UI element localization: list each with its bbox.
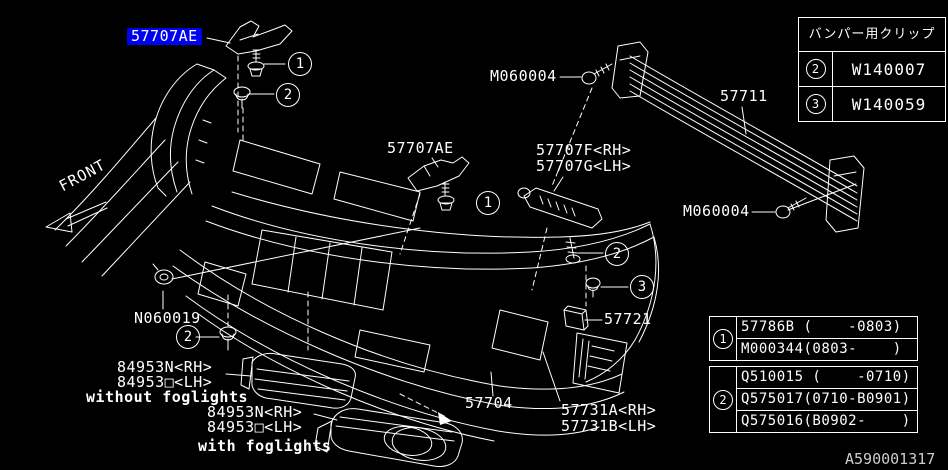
ref-part-m000344[interactable]: M000344(0803- ) xyxy=(737,338,917,360)
callout-3-middle: 3 xyxy=(630,275,654,299)
front-arrow xyxy=(45,201,108,233)
part-label-57711[interactable]: 57711 xyxy=(720,87,768,105)
table-row: 3 W140059 xyxy=(799,86,945,121)
dashed-guide-lines xyxy=(227,55,593,417)
note-without-foglights: without foglights xyxy=(86,388,249,406)
part-label-84953n-2[interactable]: 84953N<RH> xyxy=(207,403,303,421)
table-row: 2 W140007 xyxy=(799,52,945,86)
part-label-84953o-2[interactable]: 84953□<LH> xyxy=(207,418,303,436)
direction-arrowhead xyxy=(438,412,452,425)
part-label-84953n-1[interactable]: 84953N<RH> xyxy=(117,358,213,376)
callout-3-table: 3 xyxy=(805,94,826,114)
ref-part-57786b[interactable]: 57786B ( -0803) xyxy=(741,319,902,335)
fender-edge-drawing xyxy=(54,63,227,277)
callout-2-lower: 2 xyxy=(176,325,200,349)
part-label-57707ae-2[interactable]: 57707AE xyxy=(387,139,454,157)
note-with-foglights: with foglights xyxy=(198,437,332,455)
drawing-code: A590001317 xyxy=(845,450,936,468)
part-label-57707ae-selected[interactable]: 57707AE xyxy=(127,28,202,45)
part-label-57721[interactable]: 57721 xyxy=(604,310,652,328)
callout-2-table: 2 xyxy=(805,59,826,79)
part-label-57707f-rh[interactable]: 57707F<RH> xyxy=(536,141,632,159)
reinforcement-beam-drawing xyxy=(611,41,865,233)
part-label-57707g-lh[interactable]: 57707G<LH> xyxy=(536,157,632,175)
bumper-clip-table: バンパー用クリップ 2 W140007 3 W140059 xyxy=(798,17,946,122)
part-label-m060004-right[interactable]: M060004 xyxy=(683,202,750,220)
ref-part-q575017[interactable]: Q575017(0710-B0901) xyxy=(737,388,917,410)
part-label-57731a-rh[interactable]: 57731A<RH> xyxy=(561,401,657,419)
leader-lines xyxy=(162,37,776,421)
part-label-57704[interactable]: 57704 xyxy=(465,394,513,412)
part-label-n060019[interactable]: N060019 xyxy=(134,309,201,327)
callout-1-middle: 1 xyxy=(476,191,500,215)
part-label-57731b-lh[interactable]: 57731B<LH> xyxy=(561,417,657,435)
bracket-and-fastener-drawings xyxy=(152,20,807,394)
ref-part-q575016[interactable]: Q575016(B0902- ) xyxy=(737,410,917,432)
clip-part-w140059[interactable]: W140059 xyxy=(851,94,927,114)
callout-2-middle: 2 xyxy=(605,242,629,266)
ref-part-q510015[interactable]: Q510015 ( -0710) xyxy=(741,369,911,385)
callout-2-top: 2 xyxy=(276,83,300,107)
clip-part-w140007[interactable]: W140007 xyxy=(851,59,927,79)
ref-table-2: 2 Q510015 ( -0710) Q575017(0710-B0901) Q… xyxy=(709,366,918,433)
ref-table-1: 1 57786B ( -0803) M000344(0803- ) xyxy=(709,316,918,361)
part-label-84953o-1[interactable]: 84953□<LH> xyxy=(117,373,213,391)
part-label-m060004-top[interactable]: M060004 xyxy=(490,67,557,85)
bumper-clip-table-title: バンパー用クリップ xyxy=(799,18,945,52)
callout-1-top: 1 xyxy=(288,52,312,76)
foglight-cover-drawings xyxy=(240,352,463,467)
callout-1-reftable: 1 xyxy=(713,328,733,349)
callout-2-reftable: 2 xyxy=(713,389,733,410)
